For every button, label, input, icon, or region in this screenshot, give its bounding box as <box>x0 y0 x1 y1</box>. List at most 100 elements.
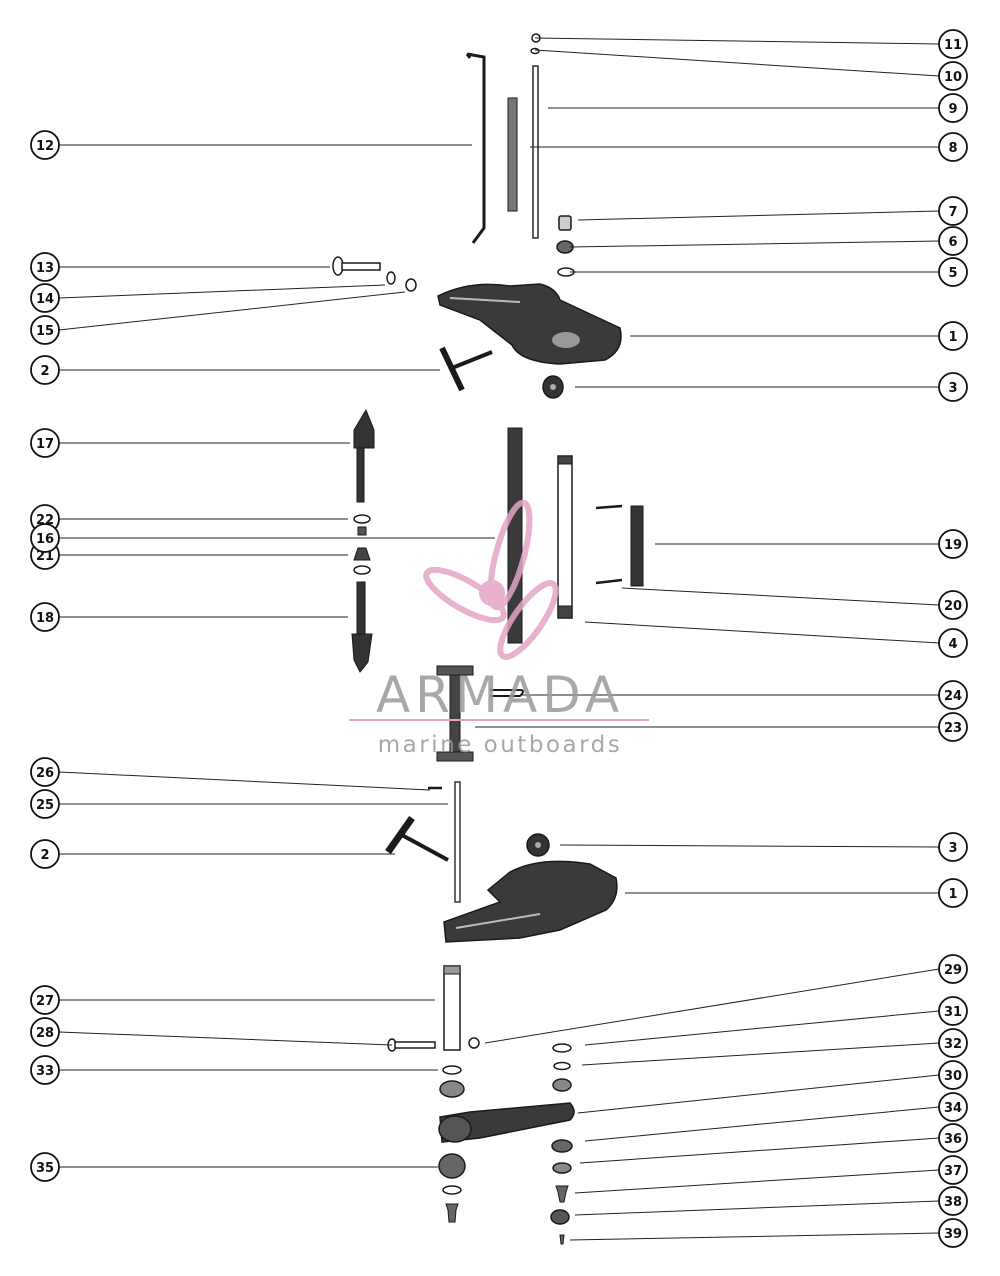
callout-label-38: 38 <box>944 1195 962 1210</box>
washer-part-14 <box>386 271 396 285</box>
callout-label-10: 10 <box>944 70 962 85</box>
callout-circle-15 <box>30 315 60 345</box>
clamp-bracket-upper-part-1 <box>437 283 622 365</box>
screw-part-37 <box>555 1185 569 1203</box>
shaft-upper-part-17 <box>353 408 375 503</box>
watermark-tagline: marine outboards <box>378 732 622 758</box>
leader-line-37 <box>574 1169 940 1194</box>
callout-circle-30 <box>938 1060 968 1090</box>
coupling-part-21 <box>353 547 371 575</box>
callout-circle-32 <box>938 1028 968 1058</box>
callout-label-20: 20 <box>944 599 962 614</box>
callout-label-28: 28 <box>36 1026 54 1041</box>
leader-line-20 <box>621 587 940 606</box>
leader-line-14 <box>58 284 386 299</box>
callout-circle-24 <box>938 680 968 710</box>
rod-part-25 <box>454 781 461 903</box>
callout-circle-39 <box>938 1218 968 1248</box>
parts-layer <box>332 33 644 1245</box>
callout-label-39: 39 <box>944 1227 962 1242</box>
callout-label-26: 26 <box>36 766 54 781</box>
bushing-part-7 <box>558 215 572 231</box>
callout-circle-17 <box>30 428 60 458</box>
leader-line-6 <box>569 240 940 248</box>
callout-label-6: 6 <box>948 235 957 250</box>
callout-label-24: 24 <box>944 689 962 704</box>
callout-label-27: 27 <box>36 994 54 1009</box>
callout-circle-14 <box>30 283 60 313</box>
callout-circle-3 <box>938 372 968 402</box>
callout-circle-25 <box>30 789 60 819</box>
leader-line-15 <box>58 291 406 331</box>
callout-circle-12 <box>30 130 60 160</box>
callout-circle-26 <box>30 757 60 787</box>
leader-line-31 <box>584 1010 940 1046</box>
watermark-brand: ARMADA <box>376 666 624 724</box>
washer-part-31 <box>552 1043 572 1053</box>
callout-label-37: 37 <box>944 1164 962 1179</box>
nut-part-29 <box>468 1037 480 1049</box>
pin-part-19 <box>630 505 644 587</box>
nut-part-15 <box>405 278 417 292</box>
bent-rod-part-12 <box>465 52 486 244</box>
callout-circle-9 <box>938 93 968 123</box>
callout-label-21: 21 <box>36 549 54 564</box>
leader-line-28 <box>58 1031 393 1046</box>
clamp-screw-upper-part-2 <box>385 815 449 862</box>
callout-label-34: 34 <box>944 1101 962 1116</box>
leader-line-32 <box>581 1042 940 1066</box>
callout-circle-1 <box>938 321 968 351</box>
callout-label-32: 32 <box>944 1037 962 1052</box>
callout-circle-27 <box>30 985 60 1015</box>
callout-circle-11 <box>938 29 968 59</box>
washer-part-32 <box>552 1061 572 1092</box>
callout-label-1: 1 <box>948 330 957 345</box>
propeller-logo-icon <box>423 499 559 660</box>
callout-circle-33 <box>30 1055 60 1085</box>
rod-part-9 <box>532 65 539 239</box>
clamp-bracket-upper-part-1 <box>443 860 618 943</box>
callout-label-4: 4 <box>948 637 957 652</box>
washer-part-33 <box>439 1065 465 1098</box>
callout-label-2: 2 <box>40 364 49 379</box>
callout-label-18: 18 <box>36 611 54 626</box>
washer-part-36 <box>552 1162 572 1174</box>
leader-line-7 <box>577 210 940 221</box>
callout-circle-13 <box>30 252 60 282</box>
clamp-pad-upper-part-3 <box>526 833 550 857</box>
callout-circle-28 <box>30 1017 60 1047</box>
callout-circle-2 <box>30 355 60 385</box>
watermark-rule <box>349 719 649 721</box>
callout-circle-10 <box>938 61 968 91</box>
callout-circle-3 <box>938 832 968 862</box>
callout-circle-18 <box>30 602 60 632</box>
bushing-part-35 <box>438 1153 466 1223</box>
shaft-lower-part-18 <box>351 581 373 673</box>
callout-label-3: 3 <box>948 841 957 856</box>
callout-label-35: 35 <box>36 1161 54 1176</box>
leader-line-10 <box>534 49 940 77</box>
cotter-pin-part-20 <box>595 504 623 585</box>
callout-label-33: 33 <box>36 1064 54 1079</box>
callout-circle-29 <box>938 954 968 984</box>
callout-circle-37 <box>938 1155 968 1185</box>
leader-lines <box>58 37 940 1241</box>
callout-label-17: 17 <box>36 437 54 452</box>
callout-label-31: 31 <box>944 1005 962 1020</box>
callout-circle-36 <box>938 1123 968 1153</box>
bushing-part-34 <box>551 1139 573 1153</box>
callout-label-16: 16 <box>36 532 54 547</box>
leader-line-36 <box>579 1137 940 1164</box>
callout-circle-19 <box>938 529 968 559</box>
clamp-pad-upper-part-3 <box>542 375 564 399</box>
callout-circle-16 <box>30 523 60 553</box>
tilt-pin-part-23 <box>436 665 474 762</box>
screw-part-39 <box>559 1234 565 1245</box>
callout-circle-5 <box>938 257 968 287</box>
callout-label-8: 8 <box>948 141 957 156</box>
callout-circle-35 <box>30 1152 60 1182</box>
callout-circle-7 <box>938 196 968 226</box>
leader-line-34 <box>584 1106 940 1142</box>
leader-line-3 <box>559 844 940 848</box>
sleeve-part-27 <box>443 965 461 1051</box>
